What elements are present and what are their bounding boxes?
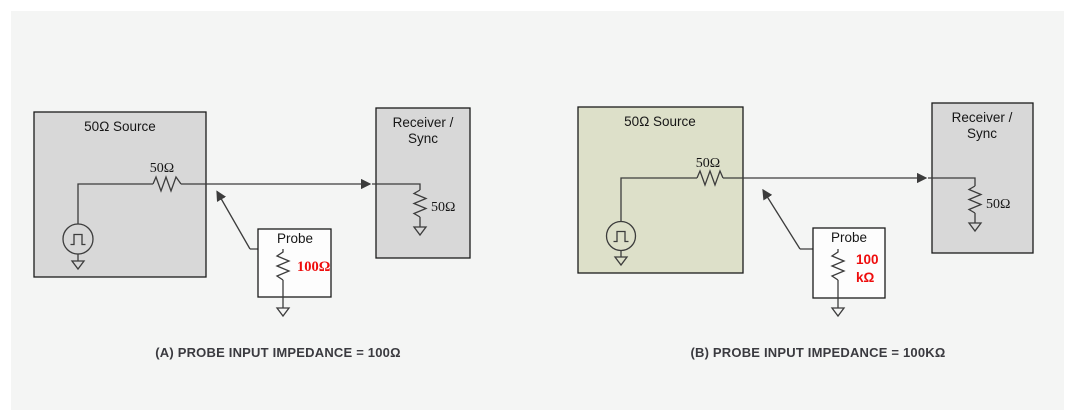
source-box-b xyxy=(577,106,744,274)
receiver-label-line1-b: Receiver / xyxy=(952,110,1013,125)
receiver-resistor-label-b: 50Ω xyxy=(986,197,1010,212)
probe-tap-arrow-a xyxy=(216,190,251,250)
source-box-a xyxy=(33,111,207,278)
receiver-label-line1-a: Receiver / xyxy=(393,115,454,130)
ground-icon-probe-b xyxy=(830,307,846,318)
resistor-symbol-source-a xyxy=(152,175,182,193)
source-box-label-b: 50Ω Source xyxy=(624,114,696,129)
resistor-symbol-receiver-b xyxy=(967,185,983,214)
source-internal-wire-b xyxy=(620,177,697,222)
resistor-symbol-probe-b xyxy=(830,249,846,281)
diagram-a: 50Ω Source 50Ω Receiver / Sync 50Ω Probe… xyxy=(33,107,471,360)
pulse-waveform-glyph-b xyxy=(613,230,629,243)
probe-box-label-b: Probe xyxy=(831,230,867,245)
ground-icon-probe-a xyxy=(275,307,291,318)
receiver-resistor-label-a: 50Ω xyxy=(431,200,455,215)
caption-a: (A) PROBE INPUT IMPEDANCE = 100Ω xyxy=(155,345,400,360)
probe-box-b xyxy=(812,227,886,299)
probe-impedance-value-a: 100Ω xyxy=(297,259,330,275)
ground-icon-receiver-a xyxy=(412,226,428,237)
source-internal-wire-a xyxy=(77,183,153,224)
diagram-b: 50Ω Source 50Ω Receiver / Sync 50Ω Probe… xyxy=(577,102,1034,360)
receiver-internal-wire-a xyxy=(372,183,421,190)
probe-box-label-a: Probe xyxy=(277,231,313,246)
ground-icon-source-a xyxy=(70,260,86,271)
ground-icon-source-b xyxy=(613,256,629,267)
source-resistor-label-b: 50Ω xyxy=(696,156,720,171)
receiver-box-a xyxy=(375,107,471,259)
source-box-label-a: 50Ω Source xyxy=(84,119,156,134)
receiver-label-line2-a: Sync xyxy=(408,131,438,146)
probe-box-a xyxy=(257,228,332,298)
receiver-label-line2-b: Sync xyxy=(967,126,997,141)
receiver-internal-wire-b xyxy=(928,177,976,186)
source-resistor-label-a: 50Ω xyxy=(150,161,174,176)
resistor-symbol-source-b xyxy=(696,169,724,187)
probe-impedance-value-line2-b: kΩ xyxy=(856,270,875,285)
probe-tap-arrow-b xyxy=(762,188,801,250)
pulse-waveform-glyph-a xyxy=(70,233,86,246)
ground-icon-receiver-b xyxy=(967,222,983,233)
resistor-symbol-receiver-a xyxy=(412,189,428,218)
probe-impedance-value-line1-b: 100 xyxy=(856,252,879,267)
resistor-symbol-probe-a xyxy=(275,249,291,281)
caption-b: (B) PROBE INPUT IMPEDANCE = 100KΩ xyxy=(690,345,945,360)
